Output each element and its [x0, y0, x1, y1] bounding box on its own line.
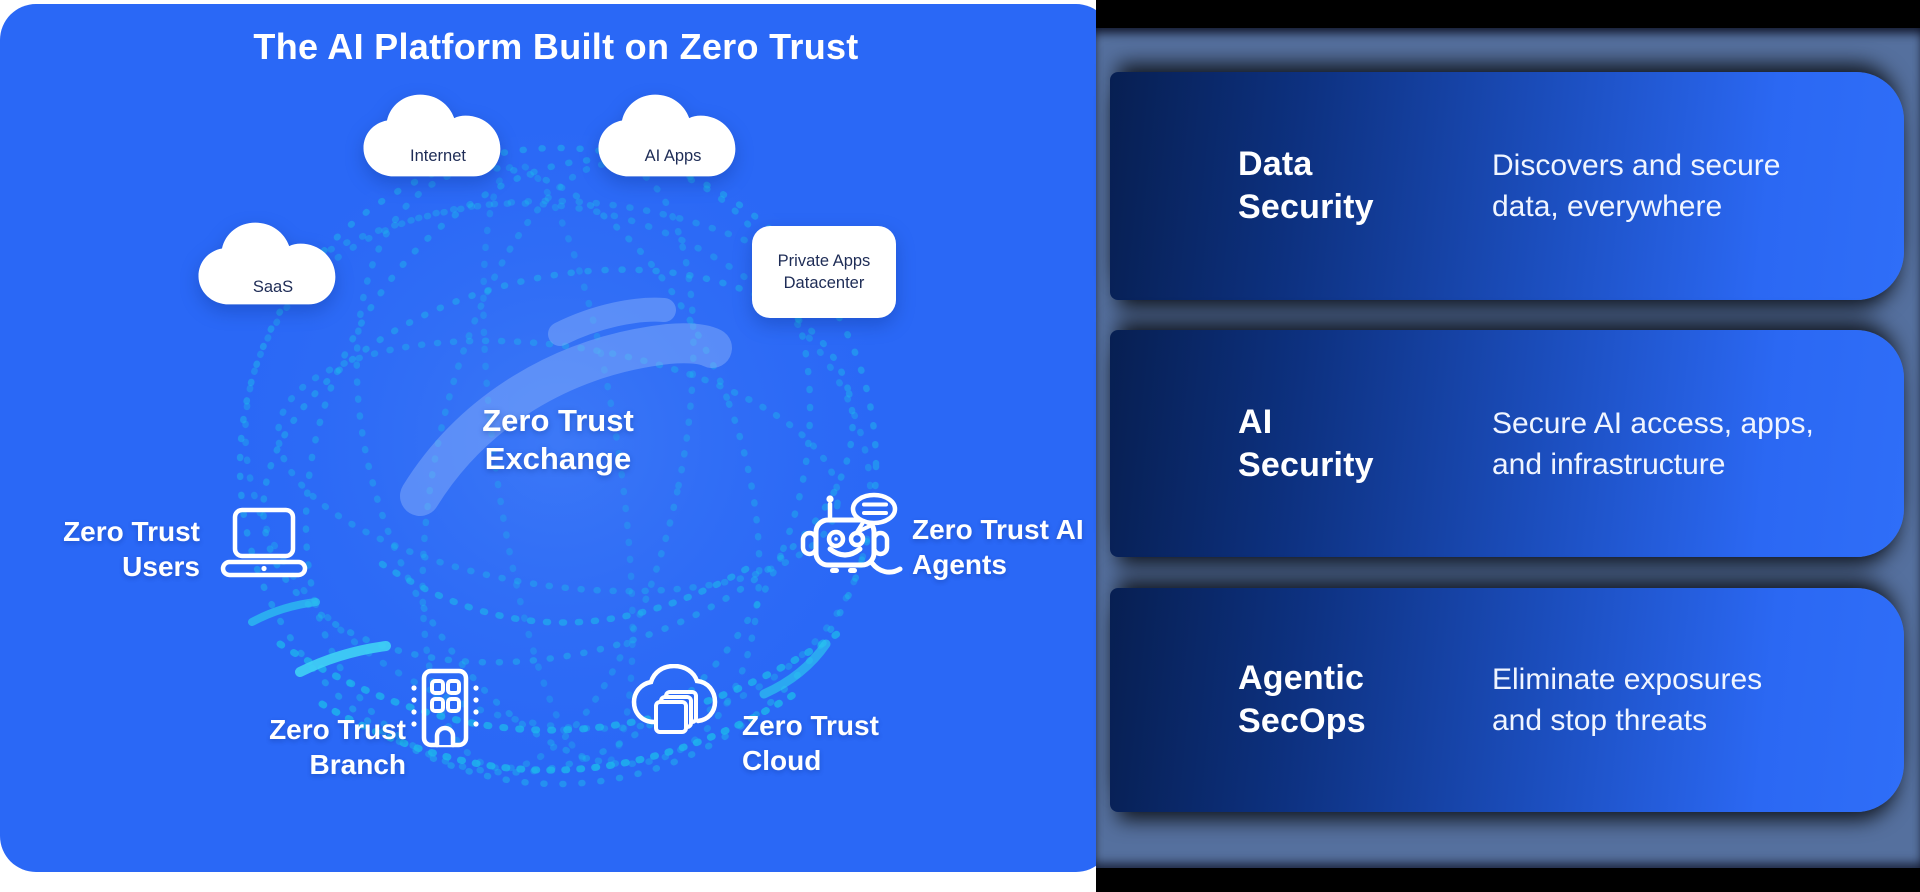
agentic-secops-description: Eliminate exposures and stop threats — [1492, 663, 1763, 737]
data-security-description: Discovers and secure data, everywhere — [1492, 149, 1781, 223]
zero-trust-cloud-label: Zero Trust Cloud — [742, 710, 879, 776]
exchange-line2: Exchange — [484, 441, 632, 476]
ai-security-card: AI Security Secure AI access, apps, and … — [1110, 330, 1904, 557]
private-apps-line2: Datacenter — [783, 274, 865, 292]
private-apps-line1: Private Apps — [777, 252, 871, 270]
saas-cloud-label: SaaS — [252, 278, 294, 296]
benefits-panel: Data Security Discovers and secure data,… — [1096, 0, 1920, 892]
ai-security-description: Secure AI access, apps, and infrastructu… — [1492, 406, 1814, 481]
cloud-stack-icon — [630, 664, 718, 746]
diagram-title: The AI Platform Built on Zero Trust — [253, 26, 859, 67]
cloud-shape-icon — [363, 94, 501, 177]
zero-trust-exchange-label: Zero Trust Exchange — [428, 402, 688, 478]
ai-apps-cloud-label: AI Apps — [644, 147, 702, 165]
agentic-secops-card: Agentic SecOps Eliminate exposures and s… — [1110, 588, 1904, 812]
ai-apps-cloud: AI Apps — [592, 90, 754, 194]
zero-trust-users-label: Zero Trust Users — [63, 516, 200, 582]
internet-cloud-label: Internet — [410, 147, 466, 165]
cloud-shape-icon — [598, 94, 736, 177]
zero-trust-branch-label: Zero Trust Branch — [269, 714, 406, 780]
zero-trust-ai-agents-label: Zero Trust AI Agents — [912, 514, 1084, 580]
exchange-line1: Zero Trust — [482, 403, 634, 438]
internet-cloud: Internet — [357, 90, 519, 194]
private-apps-datacenter-card: Private Apps Datacenter — [752, 226, 896, 318]
data-security-card: Data Security Discovers and secure data,… — [1110, 72, 1904, 300]
robot-icon — [800, 490, 904, 588]
laptop-icon — [220, 504, 308, 580]
agentic-secops-title: Agentic SecOps — [1238, 659, 1366, 740]
streak-accents — [248, 598, 831, 699]
cloud-shape-icon — [198, 222, 336, 305]
data-security-title: Data Security — [1238, 145, 1374, 226]
zscaler-swoosh-icon — [400, 297, 732, 516]
building-icon — [400, 666, 488, 750]
saas-cloud: SaaS — [192, 218, 354, 322]
ai-security-title: AI Security — [1238, 402, 1374, 484]
platform-diagram-panel: The AI Platform Built on Zero Trust Inte… — [0, 4, 1112, 872]
